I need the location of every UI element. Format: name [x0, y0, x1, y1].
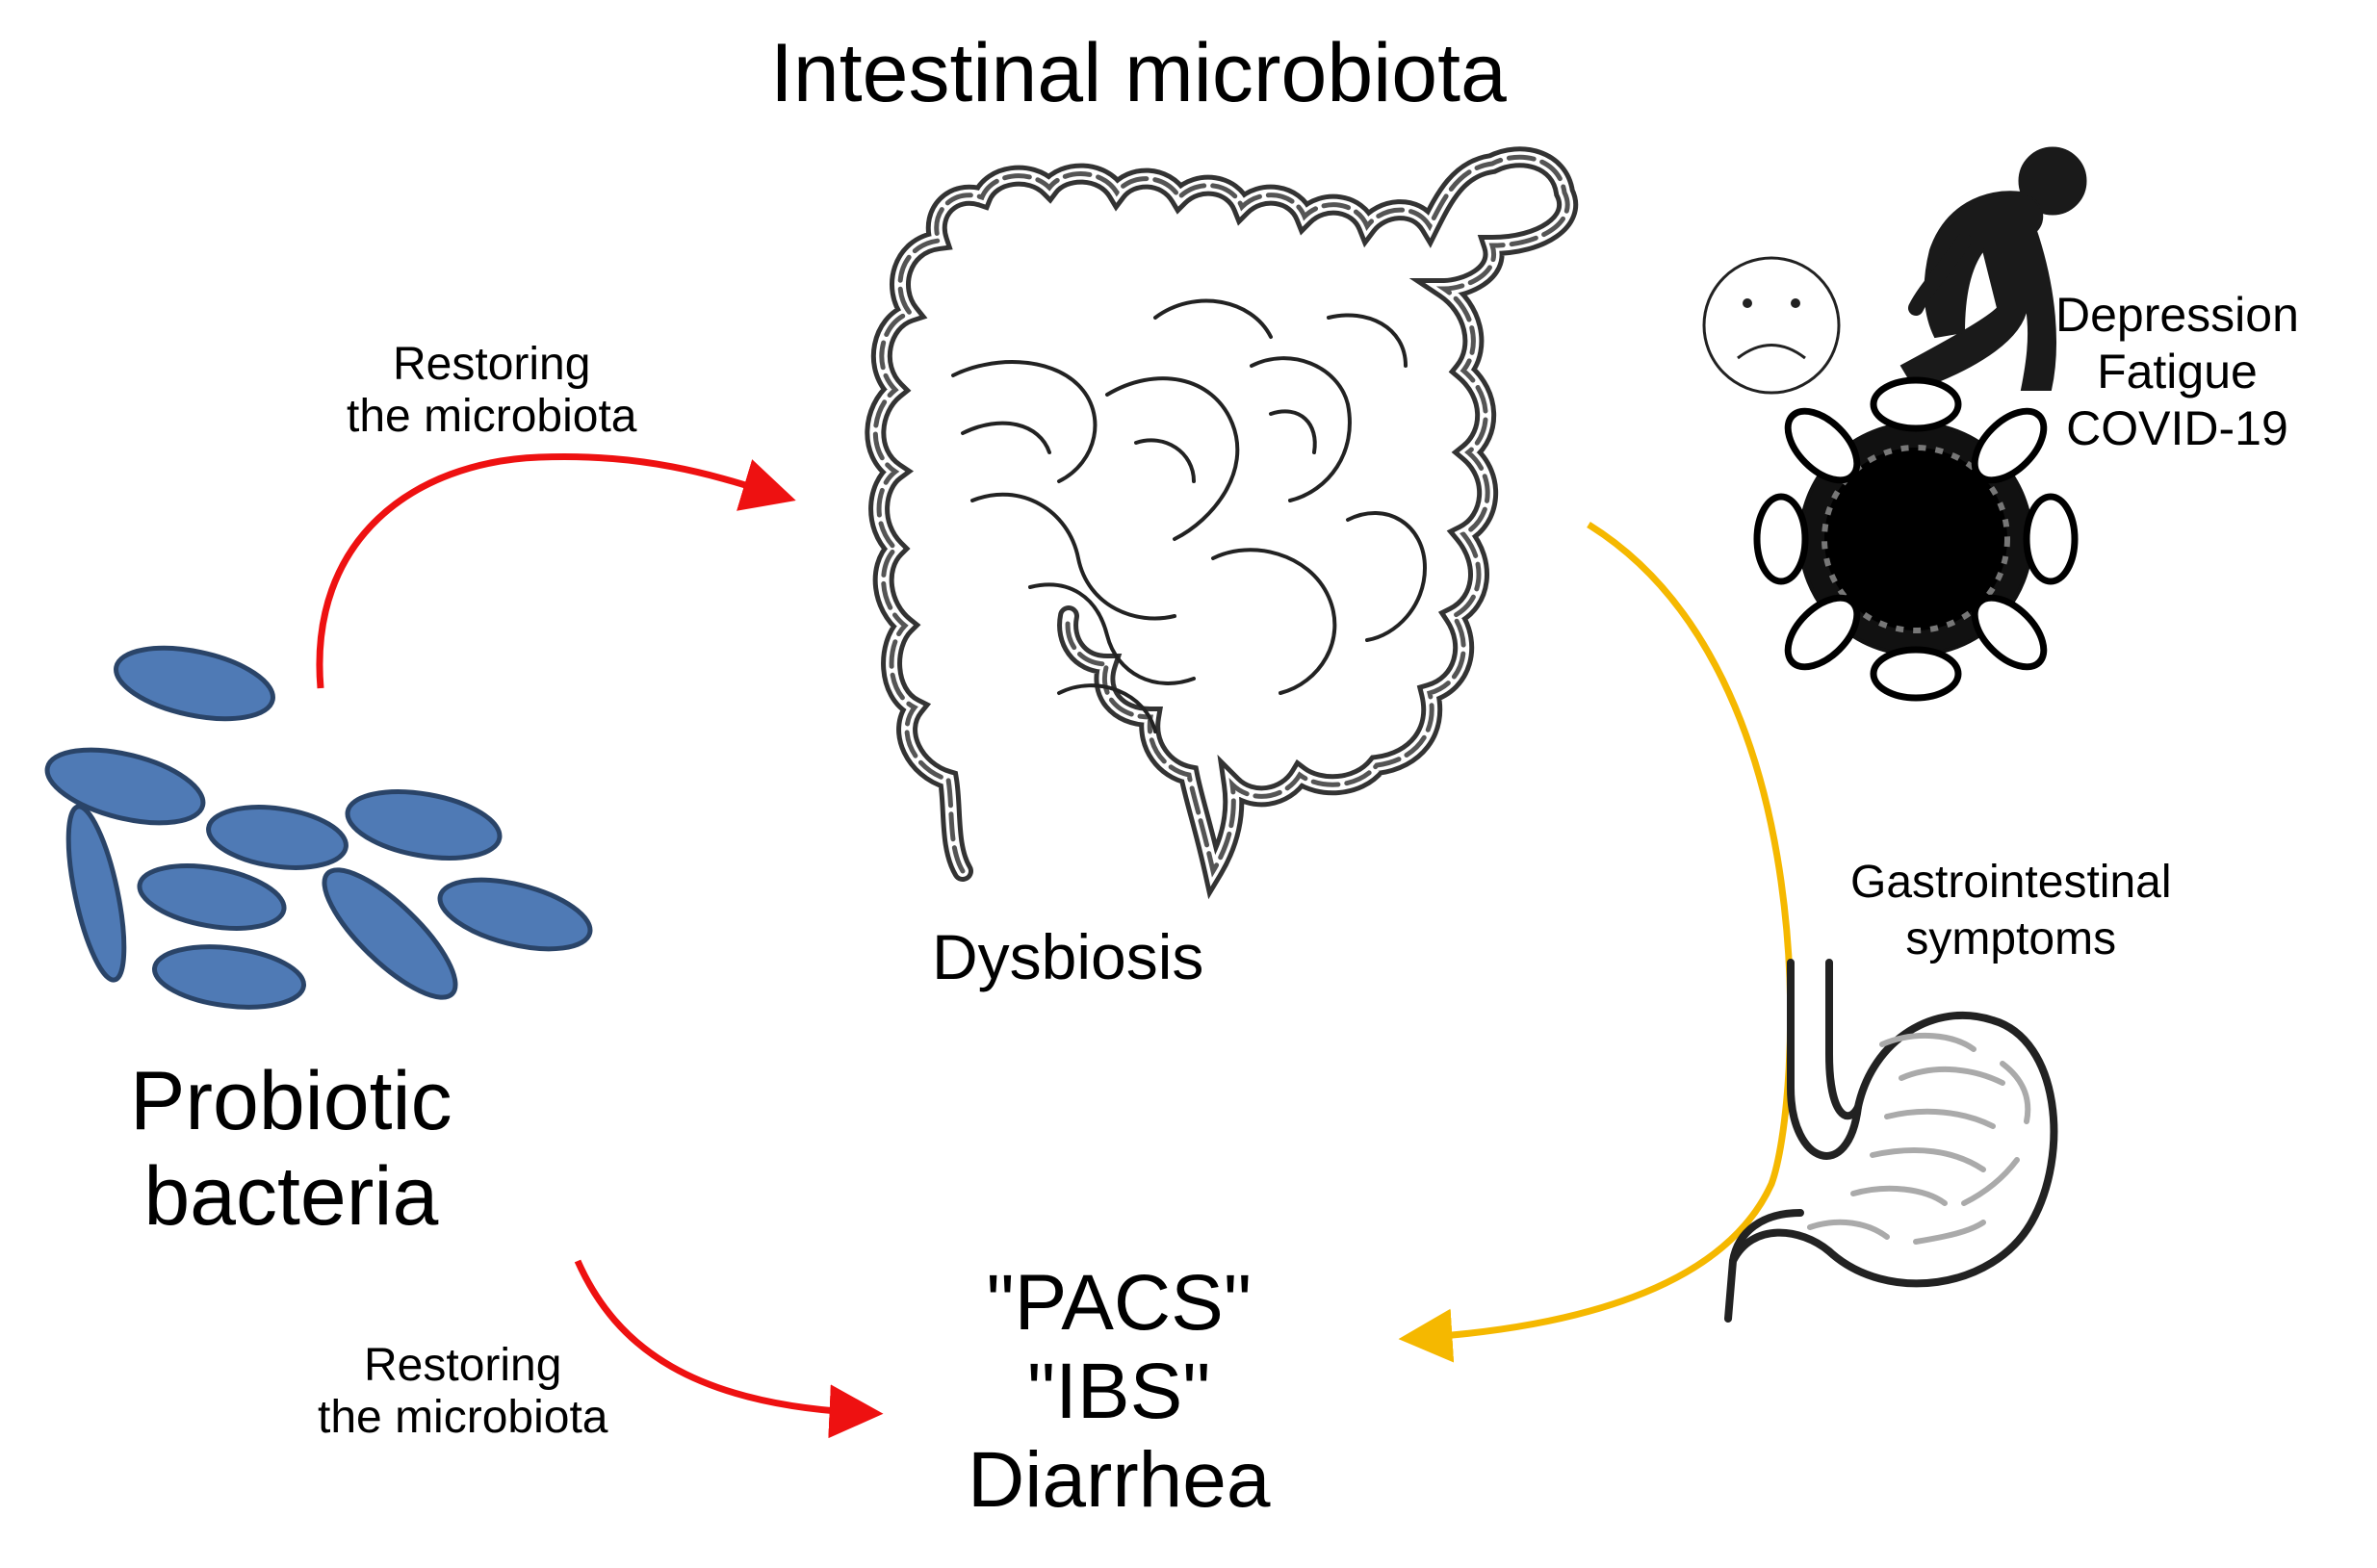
diagram-title: Intestinal microbiota	[770, 27, 1507, 119]
restoring-label-top: Restoring the microbiota	[347, 339, 637, 442]
intestine-icon	[865, 146, 1579, 900]
symptom-arrow	[1398, 522, 1795, 1363]
probiotic-label: Probiotic bacteria	[130, 1055, 452, 1243]
disorders-label: "PACS" "IBS" Diarrhea	[968, 1259, 1271, 1524]
virus-icon	[1753, 376, 2079, 702]
bacteria-cluster-icon	[44, 645, 593, 1010]
restoring-arrow-bottom	[574, 1259, 884, 1439]
stomach-icon	[1724, 959, 2058, 1323]
restoring-label-bottom: Restoring the microbiota	[318, 1340, 608, 1443]
gi-symptoms-label: Gastrointestinal symptoms	[1850, 857, 2172, 964]
symptoms-label: Depression Fatigue COVID-19	[2055, 288, 2299, 455]
dysbiosis-label: Dysbiosis	[932, 921, 1204, 992]
fatigued-person-icon	[1899, 146, 2087, 392]
sad-face-icon	[1702, 256, 1841, 395]
restoring-arrow-top	[316, 452, 796, 689]
